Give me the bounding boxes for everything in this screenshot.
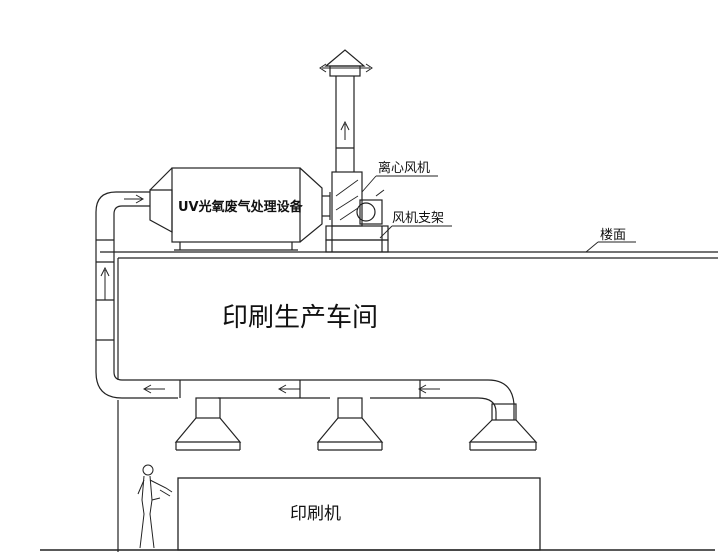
printing-press	[177, 477, 541, 551]
exhaust-stack	[319, 49, 373, 172]
fan-leader	[361, 175, 377, 193]
fan-stand	[325, 225, 389, 253]
exhaust-hood-2	[316, 397, 384, 451]
floor-slab	[100, 251, 718, 259]
fan-label: 离心风机	[378, 160, 430, 176]
leader-lines	[361, 175, 636, 253]
flow-arrow-left-3	[417, 384, 440, 394]
uv-unit-label: UV光氧废气处理设备	[178, 199, 304, 215]
uv-treatment-unit	[149, 167, 331, 251]
workshop-label: 印刷生产车间	[222, 303, 378, 333]
floor-label: 楼面	[600, 228, 626, 243]
centrifugal-fan	[331, 171, 385, 227]
exhaust-hood-3	[468, 403, 538, 451]
flow-arrow-left-1	[142, 384, 165, 394]
flow-arrow-up	[100, 266, 110, 300]
flow-arrow-left-2	[277, 384, 300, 394]
exhaust-hood-1	[174, 397, 242, 451]
operator-figure	[137, 464, 173, 549]
rain-cap-arrow	[319, 63, 373, 73]
flow-arrow-right	[124, 194, 145, 204]
floor-leader	[585, 241, 599, 253]
fan-stand-label: 风机支架	[392, 211, 444, 226]
stand-leader	[379, 225, 393, 239]
collection-duct	[122, 379, 515, 420]
printing-press-label: 印刷机	[290, 504, 341, 524]
riser-duct	[95, 191, 150, 399]
